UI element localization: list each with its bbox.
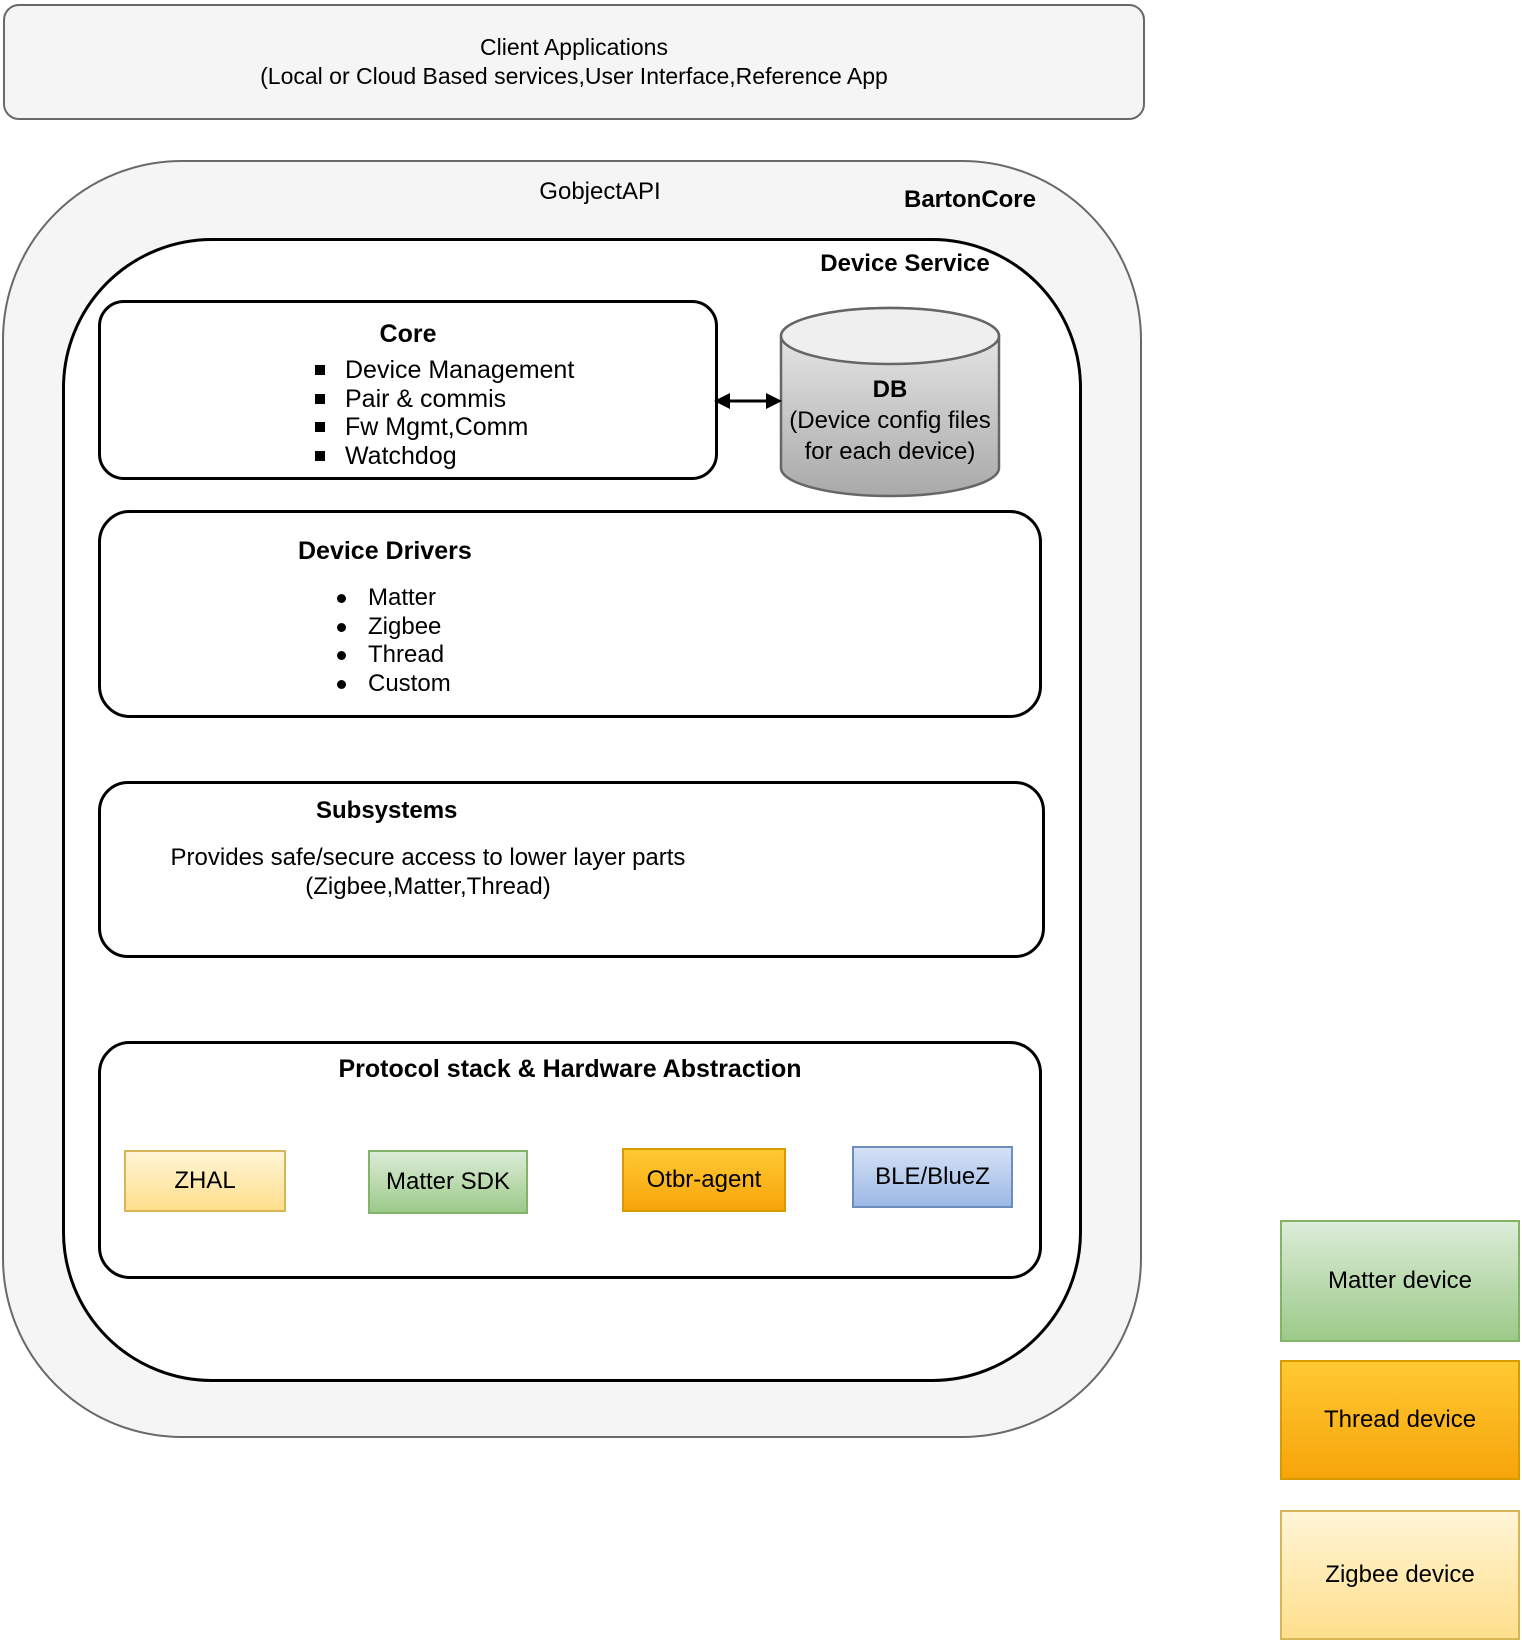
- client-applications-title: Client Applications: [480, 34, 668, 60]
- thread-device-label: Thread device: [1323, 1406, 1477, 1433]
- db-line2: (Device config files: [789, 407, 991, 434]
- device-service-label: Device Service: [820, 250, 990, 277]
- subsystems-description: Provides safe/secure access to lower lay…: [98, 843, 758, 901]
- core-box: [98, 300, 718, 480]
- otbr-agent-box: Otbr-agent: [622, 1148, 786, 1212]
- client-applications-box: Client Applications (Local or Cloud Base…: [3, 4, 1145, 120]
- matter-sdk-box: Matter SDK: [368, 1150, 528, 1214]
- core-db-bidirectional-arrow-icon: [714, 393, 782, 409]
- db-title: DB: [872, 376, 908, 403]
- protocol-stack-title: Protocol stack & Hardware Abstraction: [338, 1055, 802, 1083]
- device-drivers-list: Matter Zigbee Thread Custom: [310, 584, 451, 698]
- matter-device-box: Matter device: [1280, 1220, 1520, 1342]
- core-item-list: Device Management Pair & commis Fw Mgmt,…: [295, 356, 574, 470]
- core-item: Device Management: [295, 356, 574, 385]
- subsystems-line2: (Zigbee,Matter,Thread): [305, 873, 551, 900]
- device-driver-item: Matter: [310, 584, 451, 613]
- database-label: DB (Device config files for each device): [779, 374, 1001, 467]
- zhal-label: ZHAL: [174, 1167, 236, 1194]
- matter-device-label: Matter device: [1327, 1267, 1473, 1294]
- barton-core-label: BartonCore: [903, 186, 1036, 213]
- device-drivers-title: Device Drivers: [298, 537, 472, 565]
- device-driver-item: Zigbee: [310, 613, 451, 642]
- subsystems-box: [98, 781, 1045, 958]
- ble-bluez-box: BLE/BlueZ: [852, 1146, 1013, 1208]
- subsystems-line1: Provides safe/secure access to lower lay…: [170, 844, 686, 871]
- core-item: Watchdog: [295, 442, 574, 471]
- core-title: Core: [379, 320, 437, 348]
- gobject-api-label: GobjectAPI: [539, 178, 661, 205]
- otbr-agent-label: Otbr-agent: [646, 1166, 762, 1193]
- device-drivers-box: [98, 510, 1042, 718]
- core-item: Fw Mgmt,Comm: [295, 413, 574, 442]
- db-line3: for each device): [804, 438, 976, 465]
- database-cylinder-icon: [779, 306, 1001, 498]
- thread-device-box: Thread device: [1280, 1360, 1520, 1480]
- zigbee-device-box: Zigbee device: [1280, 1510, 1520, 1640]
- device-driver-item: Custom: [310, 670, 451, 699]
- device-driver-item: Thread: [310, 641, 451, 670]
- matter-sdk-label: Matter SDK: [385, 1168, 511, 1195]
- client-applications-subtitle: (Local or Cloud Based services,User Inte…: [260, 63, 888, 89]
- core-item: Pair & commis: [295, 385, 574, 414]
- zigbee-device-label: Zigbee device: [1325, 1561, 1475, 1588]
- zhal-box: ZHAL: [124, 1150, 286, 1212]
- subsystems-title: Subsystems: [316, 797, 458, 824]
- ble-bluez-label: BLE/BlueZ: [875, 1163, 990, 1190]
